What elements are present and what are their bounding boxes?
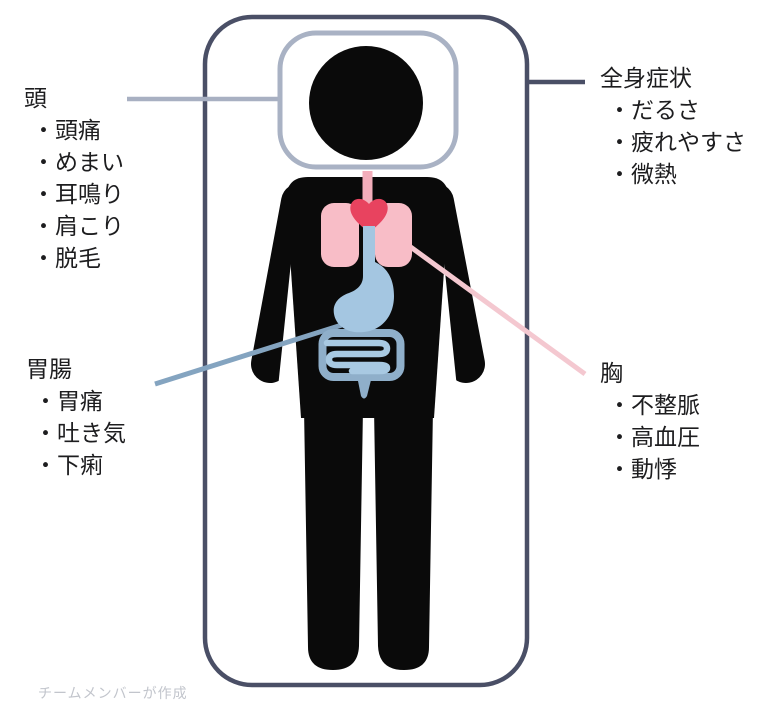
label-chest-title: 胸	[600, 360, 623, 386]
outer-frame	[202, 14, 530, 688]
label-gi-title: 胃腸	[26, 356, 72, 382]
label-chest-items: ・不整脈・高血圧・動悸	[600, 389, 700, 485]
left-lung-icon	[321, 203, 359, 267]
label-head-title: 頭	[24, 85, 47, 111]
symptom-item: ・疲れやすさ	[608, 129, 746, 155]
symptom-item: ・肩こり	[32, 213, 124, 239]
head-circle	[309, 46, 423, 160]
credit-text: チームメンバーが作成	[38, 685, 188, 701]
symptom-item: ・下痢	[34, 452, 103, 478]
label-gi-items: ・胃痛・吐き気・下痢	[26, 385, 126, 481]
esophagus-icon	[362, 171, 373, 211]
head-box	[277, 30, 459, 170]
right-lung-icon	[375, 203, 412, 267]
symptom-item: ・吐き気	[34, 420, 126, 446]
intestine-coil	[323, 339, 391, 375]
label-group-head: 頭 ・頭痛・めまい・耳鳴り・肩こり・脱毛	[24, 82, 124, 274]
label-systemic-title: 全身症状	[600, 65, 692, 91]
symptom-item: ・動悸	[608, 456, 677, 482]
right-leg	[374, 408, 433, 670]
symptom-item: ・胃痛	[34, 388, 103, 414]
label-group-gi: 胃腸 ・胃痛・吐き気・下痢	[26, 353, 126, 481]
label-group-systemic: 全身症状 ・だるさ・疲れやすさ・微熱	[600, 62, 746, 190]
symptom-item: ・微熱	[608, 161, 677, 187]
left-leg	[304, 408, 363, 670]
symptom-item: ・だるさ	[608, 97, 700, 123]
symptom-item: ・脱毛	[32, 245, 101, 271]
stomach-icon	[333, 226, 394, 333]
organs	[318, 171, 412, 399]
intestine-tail	[357, 376, 372, 399]
gi-callout-line	[154, 321, 346, 387]
symptom-item: ・高血圧	[608, 424, 700, 450]
symptom-item: ・めまい	[32, 149, 124, 175]
label-systemic-items: ・だるさ・疲れやすさ・微熱	[600, 94, 746, 190]
body-silhouette	[251, 46, 485, 670]
label-head-items: ・頭痛・めまい・耳鳴り・肩こり・脱毛	[24, 114, 124, 274]
heart-icon	[350, 198, 388, 232]
label-group-chest: 胸 ・不整脈・高血圧・動悸	[600, 357, 700, 485]
symptom-item: ・耳鳴り	[32, 181, 124, 207]
chest-callout-line	[399, 237, 587, 377]
symptom-item: ・頭痛	[32, 117, 101, 143]
symptom-item: ・不整脈	[608, 392, 700, 418]
intestines-icon	[318, 329, 405, 399]
